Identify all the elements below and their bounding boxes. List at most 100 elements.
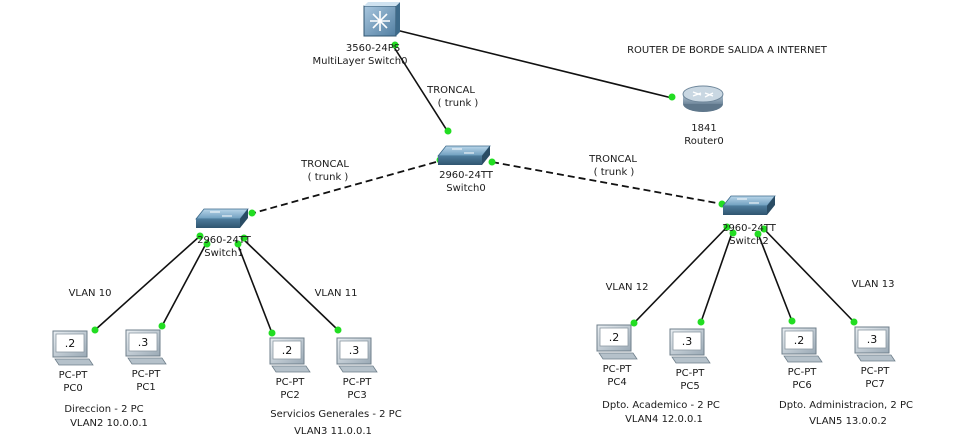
link-up-dot: [788, 317, 796, 325]
pc-type-label: PC-PT: [59, 370, 89, 381]
link-switch0-switch1[interactable]: [249, 161, 437, 215]
pc-device[interactable]: .3: [854, 326, 896, 362]
switch2-name-label: Switch2: [729, 236, 768, 247]
pc-device[interactable]: .2: [52, 330, 94, 366]
link-switch2-pc4[interactable]: [633, 225, 729, 324]
link-up-dot: [203, 240, 211, 248]
pc-screen: [672, 331, 702, 351]
pc-screen-label: .2: [65, 337, 76, 350]
switch2-device[interactable]: [722, 195, 776, 215]
link-up-dot: [760, 225, 768, 233]
pc-keyboard: [338, 365, 378, 373]
pc-screen-label: .3: [682, 335, 693, 348]
group-academico-vlan: VLAN4 12.0.0.1: [625, 414, 703, 425]
link-switch1-pc2[interactable]: [235, 239, 273, 334]
vlan-11-label: VLAN 11: [315, 288, 358, 299]
switch-arrows-icon: [737, 198, 759, 204]
link-up-dot: [91, 326, 99, 334]
link-up-dot: [444, 127, 452, 135]
link-switch1-pc1[interactable]: [161, 239, 209, 327]
pc-name-label: PC4: [607, 377, 626, 388]
pc-keyboard: [671, 356, 711, 364]
router-name-label: Router0: [684, 136, 724, 147]
link-switch1-pc0[interactable]: [94, 235, 201, 331]
pc-type-label: PC-PT: [788, 367, 818, 378]
link-up-dot: [729, 229, 737, 237]
link-up-dot: [334, 326, 342, 334]
multilayer-switch-icon: [370, 11, 390, 31]
switch2-model-label: 2960-24TT: [722, 223, 777, 234]
pc-name-label: PC5: [680, 381, 699, 392]
link-mls-switch0[interactable]: [391, 43, 449, 133]
pc-keyboard: [856, 354, 896, 362]
switch1-name-label: Switch1: [204, 248, 243, 259]
router-device[interactable]: [682, 85, 724, 112]
multilayer-switch-device[interactable]: [363, 2, 400, 37]
vlan-12-label: VLAN 12: [606, 282, 649, 293]
pc-screen-label: .3: [349, 344, 360, 357]
pc-device[interactable]: .3: [125, 329, 167, 365]
pc-screen-label: .2: [609, 331, 620, 344]
pc-device[interactable]: .2: [781, 327, 823, 363]
pc-screen: [272, 340, 302, 360]
switch1-model-label: 2960-24TT: [197, 235, 252, 246]
pc-screen: [599, 327, 629, 347]
link-up-dot: [196, 232, 204, 240]
pc-device[interactable]: .2: [596, 324, 638, 360]
pc-type-label: PC-PT: [276, 377, 306, 388]
pc-screen: [784, 330, 814, 350]
trunk-right-label: TRONCAL: [588, 154, 637, 165]
switch-arrows-icon: [452, 148, 474, 154]
pc-keyboard: [783, 355, 823, 363]
pc-type-label: PC-PT: [676, 368, 706, 379]
link-up-dot: [668, 93, 676, 101]
link-switch0-switch2[interactable]: [491, 161, 723, 205]
group-administracion-vlan: VLAN5 13.0.0.2: [809, 416, 887, 427]
pc-screen: [55, 333, 85, 353]
vlan-10-label: VLAN 10: [69, 288, 112, 299]
edge-router-note: ROUTER DE BORDE SALIDA A INTERNET: [627, 45, 828, 56]
pc-screen: [857, 329, 887, 349]
link-up-dot: [723, 223, 731, 231]
group-servicios-vlan: VLAN3 11.0.0.1: [294, 426, 372, 437]
link-up-dot: [234, 240, 242, 248]
pc-screen-label: .3: [867, 333, 878, 346]
link-up-dot: [240, 234, 248, 242]
pc-screen: [128, 332, 158, 352]
link-switch2-pc5[interactable]: [700, 229, 734, 323]
pc-keyboard: [271, 365, 311, 373]
switch0-model-label: 2960-24TT: [439, 170, 494, 181]
switch1-device[interactable]: [195, 208, 249, 228]
trunk-left-sublabel: ( trunk ): [308, 172, 349, 183]
pc-type-label: PC-PT: [343, 377, 373, 388]
switch0-device[interactable]: [437, 145, 491, 165]
link-up-dot: [488, 158, 496, 166]
trunk-core-label: TRONCAL: [426, 85, 475, 96]
link-switch2-pc7[interactable]: [762, 227, 855, 323]
group-administracion-label: Dpto. Administracion, 2 PC: [779, 400, 913, 411]
link-switch2-pc6[interactable]: [756, 230, 793, 322]
link-up-dot: [268, 329, 276, 337]
pc-name-label: PC6: [792, 380, 811, 391]
link-status-dots: [91, 26, 858, 337]
group-direccion-label: Direccion - 2 PC: [64, 404, 143, 415]
router-model-label: 1841: [691, 123, 716, 134]
switch0-name-label: Switch0: [446, 183, 485, 194]
group-servicios-label: Servicios Generales - 2 PC: [270, 409, 401, 420]
pc-keyboard: [598, 352, 638, 360]
group-academico-label: Dpto. Academico - 2 PC: [602, 400, 720, 411]
pc-device[interactable]: .2: [269, 337, 311, 373]
pc-layer: .2PC-PTPC0.3PC-PTPC1.2PC-PTPC2.3PC-PTPC3…: [52, 324, 896, 401]
pc-name-label: PC3: [347, 390, 366, 401]
router-arrows-icon: [692, 91, 714, 98]
cables: [94, 27, 855, 334]
pc-device[interactable]: .3: [336, 337, 378, 373]
pc-device[interactable]: .3: [669, 328, 711, 364]
link-up-dot: [754, 230, 762, 238]
pc-name-label: PC7: [865, 379, 884, 390]
link-mls-router[interactable]: [387, 27, 673, 99]
link-switch1-pc3[interactable]: [241, 237, 339, 331]
link-up-dot: [850, 318, 858, 326]
switch-arrows-icon: [210, 211, 232, 217]
